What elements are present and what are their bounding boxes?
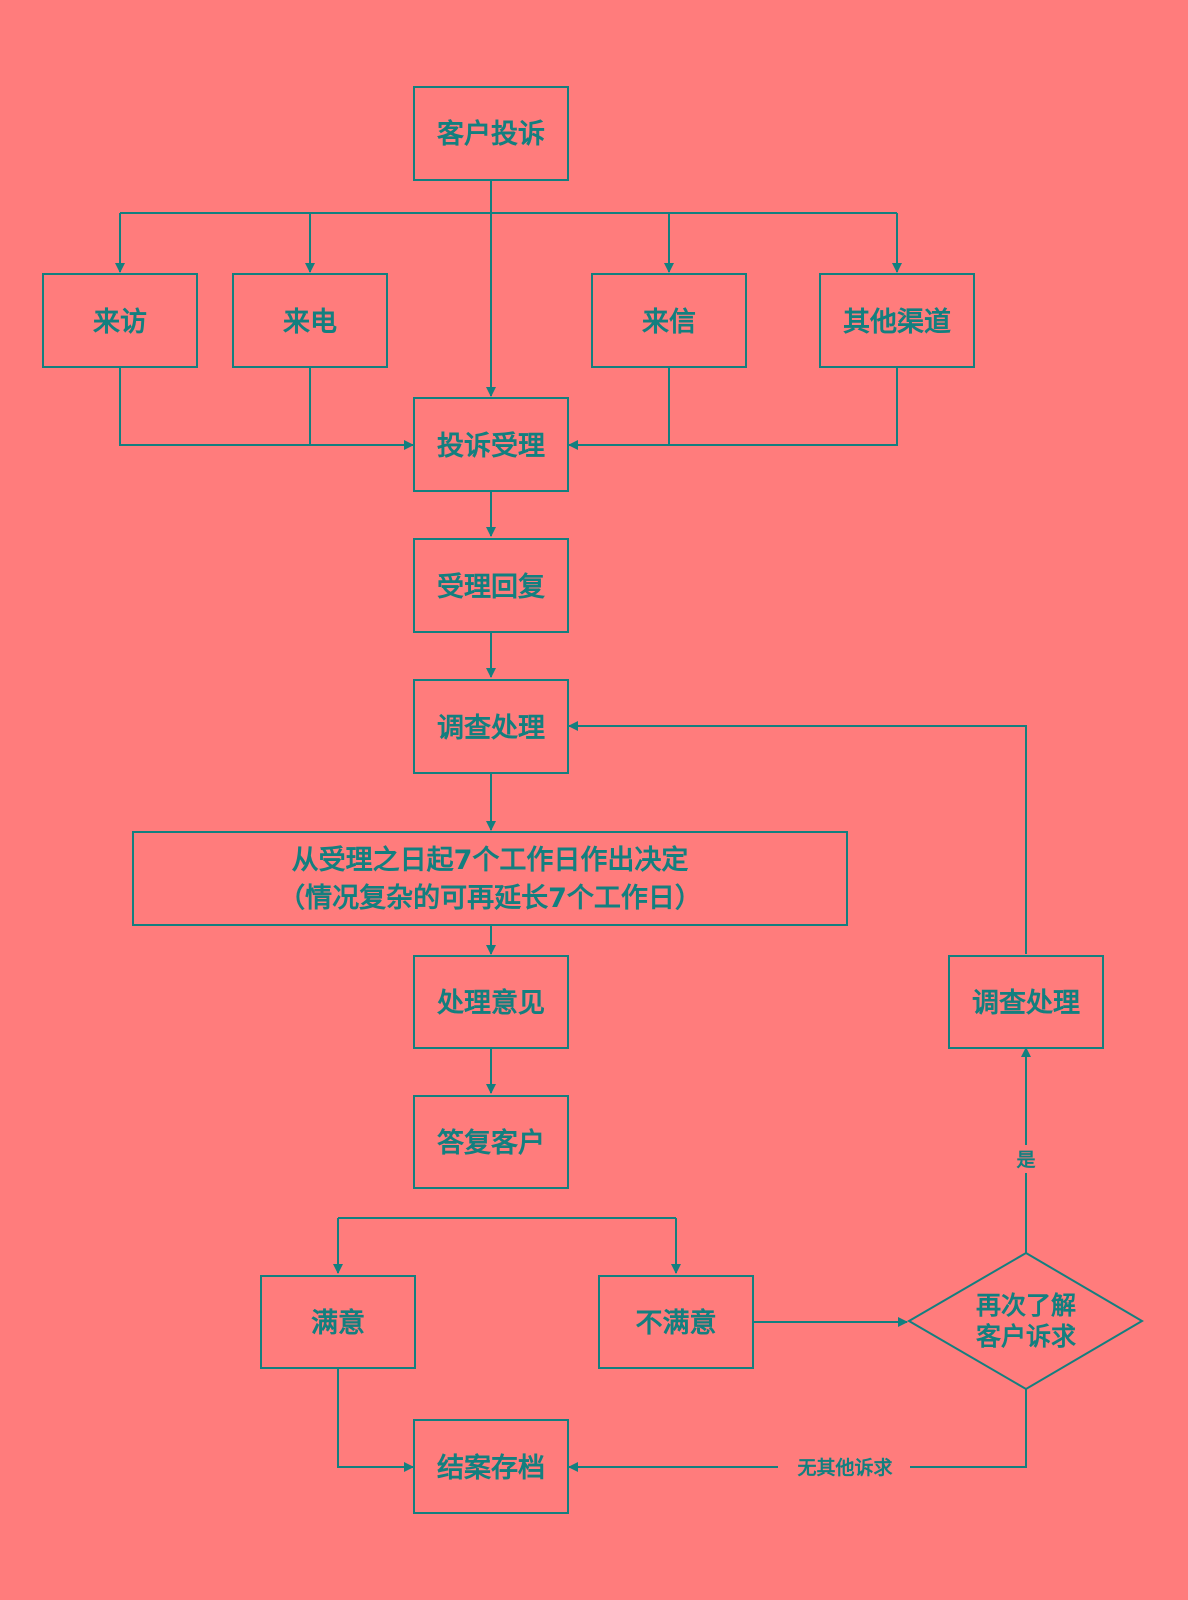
edge-other-to-accept bbox=[568, 367, 898, 450]
node-investigate2: 调查处理 bbox=[948, 955, 1104, 1049]
node-call: 来电 bbox=[232, 273, 388, 368]
node-satisfied-label: 满意 bbox=[311, 1307, 365, 1339]
node-accept-reply-label: 受理回复 bbox=[437, 571, 546, 603]
node-accept-reply: 受理回复 bbox=[413, 538, 569, 633]
node-answer-label: 答复客户 bbox=[437, 1127, 545, 1159]
yes-label-bg bbox=[1010, 1145, 1042, 1173]
node-other: 其他渠道 bbox=[819, 273, 975, 368]
node-archive-label: 结案存档 bbox=[437, 1452, 545, 1484]
node-reassess-line2: 客户诉求 bbox=[976, 1322, 1076, 1351]
node-decision: 从受理之日起7个工作日作出决定 （情况复杂的可再延长7个工作日） bbox=[132, 831, 848, 926]
node-complaint-label: 客户投诉 bbox=[437, 118, 545, 150]
node-accept: 投诉受理 bbox=[413, 397, 569, 492]
edge-visit-to-accept bbox=[119, 367, 414, 450]
edge-reassess-no bbox=[568, 1389, 1027, 1472]
node-call-label: 来电 bbox=[283, 307, 337, 338]
no-other-label-bg bbox=[778, 1452, 910, 1482]
node-satisfied: 满意 bbox=[260, 1275, 416, 1369]
node-letter: 来信 bbox=[591, 273, 747, 368]
node-unsatisfied: 不满意 bbox=[598, 1275, 754, 1369]
node-investigate: 调查处理 bbox=[413, 679, 569, 774]
node-investigate2-label: 调查处理 bbox=[972, 988, 1080, 1019]
node-letter-label: 来信 bbox=[642, 307, 696, 338]
edge-label-no-other: 无其他诉求 bbox=[797, 1456, 893, 1479]
node-archive: 结案存档 bbox=[413, 1419, 569, 1514]
node-accept-label: 投诉受理 bbox=[437, 430, 545, 462]
node-decision-line1: 从受理之日起7个工作日作出决定 bbox=[292, 844, 689, 876]
node-reassess: 再次了解 客户诉求 bbox=[907, 1251, 1144, 1391]
node-other-label: 其他渠道 bbox=[843, 306, 951, 338]
node-reassess-line1: 再次了解 bbox=[976, 1291, 1076, 1320]
edges bbox=[115, 180, 1031, 1472]
node-complaint: 客户投诉 bbox=[413, 86, 569, 181]
node-decision-line2: （情况复杂的可再延长7个工作日） bbox=[278, 882, 702, 914]
edge-satisfied-to-archive bbox=[337, 1368, 414, 1472]
node-opinion-label: 处理意见 bbox=[436, 987, 545, 1019]
node-visit-label: 来访 bbox=[93, 307, 147, 338]
edge-label-yes: 是 bbox=[1016, 1149, 1035, 1171]
node-investigate-label: 调查处理 bbox=[437, 713, 545, 744]
node-visit: 来访 bbox=[42, 273, 198, 368]
node-answer: 答复客户 bbox=[413, 1095, 569, 1189]
edge-investigate2-to-investigate bbox=[568, 721, 1027, 954]
node-opinion: 处理意见 bbox=[413, 955, 569, 1049]
node-unsatisfied-label: 不满意 bbox=[636, 1307, 717, 1339]
